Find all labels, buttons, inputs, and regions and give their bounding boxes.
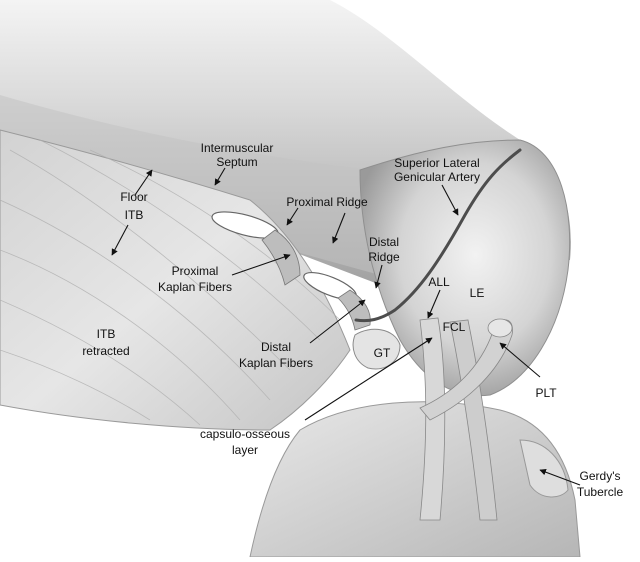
- label-line: Distal: [369, 235, 399, 249]
- label-line: Floor: [120, 190, 147, 204]
- label-line: Ridge: [368, 250, 400, 264]
- label-intermuscular-septum: Intermuscular Septum: [201, 141, 274, 169]
- label-line: GT: [374, 346, 391, 360]
- plt-origin: [487, 318, 513, 338]
- label-line: Superior Lateral: [394, 156, 479, 170]
- label-line: LE: [470, 286, 485, 300]
- label-proximal-ridge: Proximal Ridge: [286, 195, 368, 209]
- label-superior-lateral-genicular-artery: Superior Lateral Genicular Artery: [394, 156, 480, 184]
- label-line: retracted: [82, 344, 129, 358]
- label-plt: PLT: [535, 386, 557, 400]
- label-capsulo-osseous-layer: capsulo-osseous layer: [200, 427, 290, 457]
- label-floor-itb: Floor ITB: [120, 190, 147, 222]
- popliteus-tendon: [419, 319, 513, 421]
- label-proximal-kaplan-fibers: Proximal Kaplan Fibers: [158, 264, 232, 294]
- label-line: layer: [232, 443, 258, 457]
- label-distal-ridge: Distal Ridge: [368, 235, 400, 264]
- label-line: Gerdy's: [580, 469, 621, 483]
- label-line: Proximal Ridge: [286, 195, 368, 209]
- label-line: Tubercle: [577, 485, 624, 499]
- label-line: FCL: [443, 320, 466, 334]
- fibular-collateral-ligament: [449, 319, 498, 521]
- label-line: capsulo-osseous: [200, 427, 290, 441]
- label-line: ALL: [428, 275, 450, 289]
- label-fcl: FCL: [443, 320, 466, 334]
- itb-fibers: [0, 139, 341, 426]
- label-le: LE: [470, 286, 485, 300]
- label-line: Septum: [216, 155, 257, 169]
- label-itb-retracted: ITB retracted: [82, 327, 129, 358]
- label-line: PLT: [535, 386, 557, 400]
- label-line: Intermuscular: [201, 141, 274, 155]
- lateral-ligaments: [419, 317, 513, 521]
- label-line: Genicular Artery: [394, 170, 480, 184]
- proximal-kaplan-fibers: [261, 229, 301, 286]
- label-line: Kaplan Fibers: [239, 356, 313, 370]
- label-line: Distal: [261, 340, 291, 354]
- distal-kaplan-fibers: [337, 289, 371, 331]
- superior-lateral-genicular-artery: [354, 148, 522, 323]
- itb-retracted-sheet: [0, 129, 351, 431]
- gerdys-tubercle-region: [519, 439, 569, 498]
- label-gt: GT: [374, 346, 391, 360]
- label-gerdys-tubercle: Gerdy's Tubercle: [577, 469, 624, 499]
- leader-arrows: [111, 167, 581, 486]
- label-line: Proximal: [172, 264, 219, 278]
- label-line: ITB: [97, 327, 116, 341]
- label-line: ITB: [125, 208, 144, 222]
- label-line: Kaplan Fibers: [158, 280, 232, 294]
- label-all: ALL: [428, 275, 450, 289]
- label-distal-kaplan-fibers: Distal Kaplan Fibers: [239, 340, 313, 370]
- tibia: [249, 401, 581, 558]
